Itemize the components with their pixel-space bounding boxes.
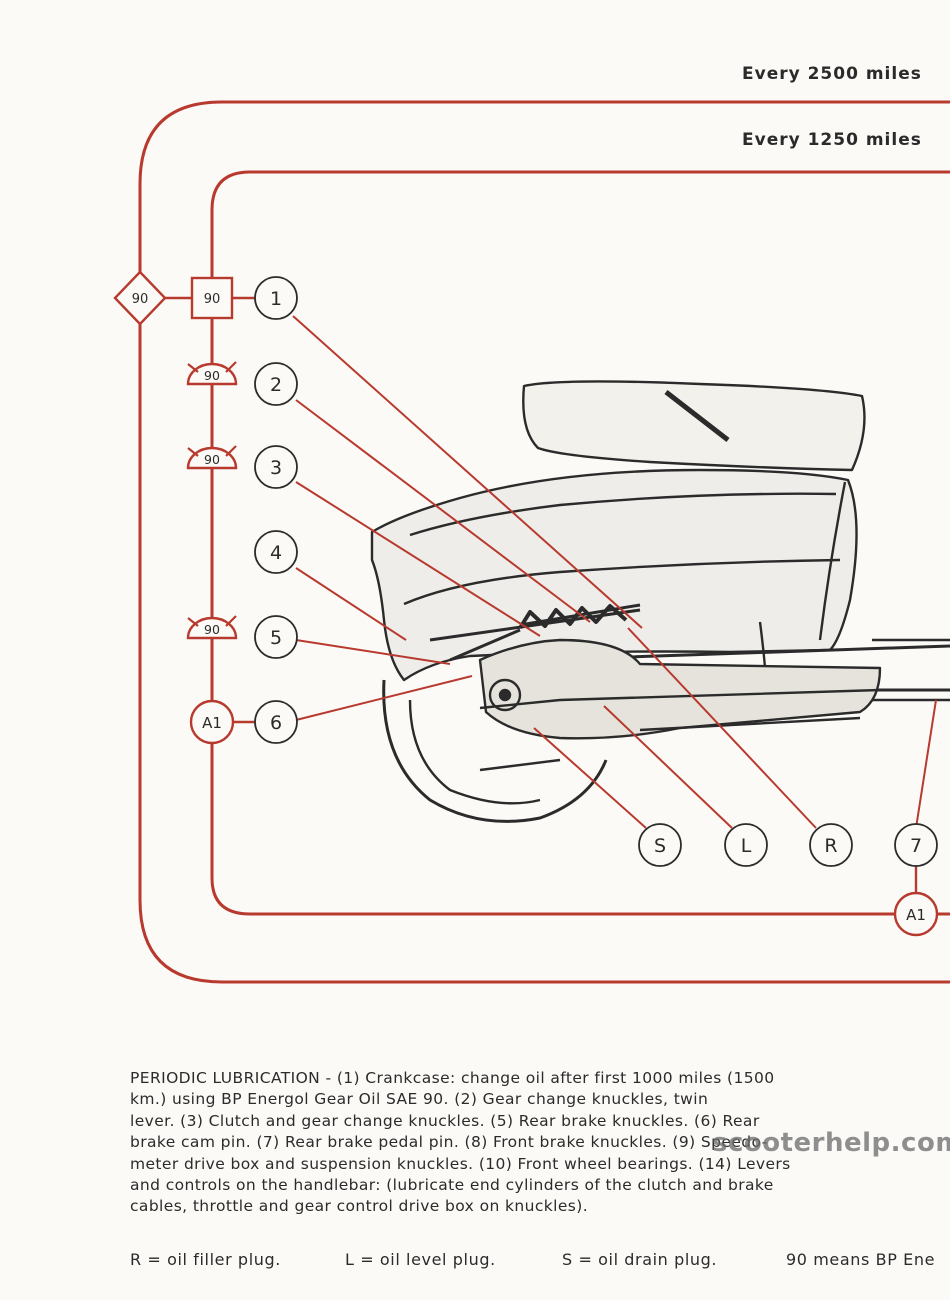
scooter-illustration [370, 380, 950, 823]
scooterhelp-watermark: scooterhelp.com [712, 1128, 950, 1158]
outer-interval-frame [138, 100, 950, 984]
body-crease [403, 558, 841, 606]
rear-wheel-inner [408, 699, 541, 805]
leader-R [627, 627, 817, 829]
legend-oil-filler: R = oil filler plug. [130, 1250, 281, 1269]
oil-can-icon: 90 [186, 361, 238, 386]
callout-5 [254, 615, 298, 659]
leader-6 [295, 675, 473, 721]
a1-left-label: A1 [202, 714, 222, 732]
interval-header-1250: Every 1250 miles [742, 130, 922, 150]
legend-oil-level: L = oil level plug. [345, 1250, 496, 1269]
square-90-label: 90 [204, 292, 221, 307]
description-line: cables, throttle and gear control drive … [130, 1197, 589, 1216]
circle-a1-bottom-symbol: A1 [893, 891, 939, 937]
legend-90-meaning: 90 means BP Ene [786, 1250, 936, 1269]
exhaust-strut [479, 688, 881, 710]
callout-3-label: 3 [270, 457, 282, 479]
rear-hub-center [498, 688, 512, 702]
description-line: and controls on the handlebar: (lubricat… [130, 1176, 774, 1195]
description-line: lever. (3) Clutch and gear change knuckl… [130, 1111, 760, 1130]
description-line: brake cam pin. (7) Rear brake pedal pin.… [130, 1133, 768, 1152]
callout-2 [254, 362, 298, 406]
leader-L [603, 705, 733, 829]
callout-S-label: S [654, 835, 666, 857]
oilcan-5-label: 90 [204, 622, 220, 637]
diamond-90-label: 90 [132, 292, 149, 307]
legend-oil-drain: S = oil drain plug. [562, 1250, 718, 1269]
callout-7-label: 7 [910, 835, 922, 857]
rear-body-panel [370, 468, 858, 682]
seat-strap [664, 390, 730, 442]
callout-1-label: 1 [270, 288, 282, 310]
leader-1 [292, 315, 643, 629]
oil-can-icon: 90 [186, 445, 238, 470]
callout-R [809, 823, 853, 867]
inner-interval-frame [210, 170, 950, 916]
seat [522, 380, 866, 472]
leader-lines [292, 315, 937, 829]
leader-7 [915, 699, 937, 829]
diamond-90-symbol: 90 [113, 270, 167, 326]
oilcan-2-label: 90 [204, 368, 220, 383]
leader-3 [295, 481, 541, 637]
leader-4 [295, 567, 407, 641]
callout-1 [254, 276, 298, 320]
callout-2-label: 2 [270, 374, 282, 396]
callout-4 [254, 530, 298, 574]
leader-2 [295, 399, 591, 623]
periodic-lubrication-description: PERIODIC LUBRICATION - (1) Crankcase: ch… [130, 1068, 886, 1218]
callout-circles [254, 276, 938, 867]
callout-6-label: 6 [270, 712, 282, 734]
underside-rails [479, 716, 861, 772]
oilcan-3-label: 90 [204, 452, 220, 467]
callout-R-label: R [824, 835, 837, 857]
description-line: km.) using BP Energol Gear Oil SAE 90. (… [130, 1090, 709, 1109]
oil-can-icon: 90 [186, 615, 238, 640]
description-line: PERIODIC LUBRICATION - (1) Crankcase: ch… [130, 1069, 775, 1087]
callout-6 [254, 700, 298, 744]
description-line: meter drive box and suspension knuckles.… [130, 1154, 791, 1173]
leader-5 [295, 639, 451, 665]
callout-L [724, 823, 768, 867]
gear-knuckle-assembly [518, 604, 628, 630]
callout-3 [254, 445, 298, 489]
interval-header-2500: Every 2500 miles [742, 64, 922, 84]
callout-S [638, 823, 682, 867]
circle-a1-left-symbol: A1 [189, 699, 235, 745]
callout-4-label: 4 [270, 542, 282, 564]
callout-5-label: 5 [270, 627, 282, 649]
callout-L-label: L [741, 835, 752, 857]
rear-wheel [382, 679, 608, 823]
a1-bottom-label: A1 [906, 906, 926, 924]
leader-S [533, 727, 647, 829]
lubrication-diagram: 90 90 90 90 90 A1 A1 [113, 100, 950, 984]
square-90-symbol: 90 [190, 276, 234, 320]
rear-hub [488, 678, 522, 712]
callout-7 [894, 823, 938, 867]
front-frame-extension [872, 638, 950, 702]
